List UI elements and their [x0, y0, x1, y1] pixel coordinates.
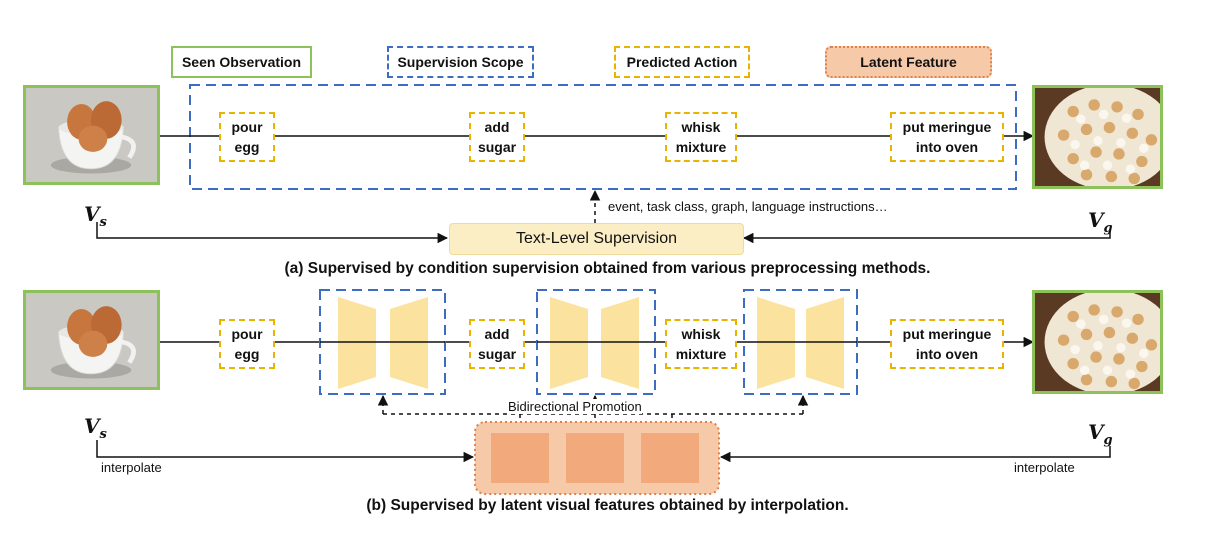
action-line2: egg — [234, 139, 260, 155]
caption-b: (b) Supervised by latent visual features… — [366, 497, 849, 514]
action-line1: pour — [231, 119, 263, 135]
action-box-b-4: put meringue into oven — [890, 319, 1004, 369]
start-label-a: Vs — [84, 202, 107, 230]
action-line1: put meringue — [902, 326, 992, 342]
legend-latent-feature: Latent Feature — [825, 46, 992, 78]
goal-observation-image-b — [1032, 290, 1163, 394]
action-line1: whisk — [681, 326, 721, 342]
goal-label-b: Vg — [1088, 420, 1113, 448]
action-box-a-3: whisk mixture — [665, 112, 737, 162]
start-observation-image-b — [23, 290, 160, 390]
condition-types-label: event, task class, graph, language instr… — [608, 199, 888, 214]
goal-observation-image-a — [1032, 85, 1163, 189]
action-box-a-2: add sugar — [469, 112, 525, 162]
goal-to-latent-b — [719, 446, 1111, 463]
legend-seen-observation: Seen Observation — [171, 46, 312, 78]
action-line1: add — [484, 119, 510, 135]
action-box-b-3: whisk mixture — [665, 319, 737, 369]
action-line2: egg — [234, 346, 260, 362]
goal-label-a: Vg — [1088, 208, 1113, 236]
legend-predicted-action: Predicted Action — [614, 46, 750, 78]
interpolate-left-label: interpolate — [101, 460, 162, 475]
start-label-b: Vs — [84, 414, 107, 442]
latent-block-2 — [566, 433, 624, 483]
action-box-a-4: put meringue into oven — [890, 112, 1004, 162]
bidirectional-promotion-label: Bidirectional Promotion — [508, 399, 642, 414]
action-line1: whisk — [681, 119, 721, 135]
action-line2: into oven — [915, 139, 979, 155]
start-observation-image-a — [23, 85, 160, 185]
start-to-latent-b — [96, 440, 475, 463]
interpolate-right-label: interpolate — [1014, 460, 1075, 475]
text-level-supervision-label: Text-Level Supervision — [516, 230, 677, 247]
latent-block-3 — [641, 433, 699, 483]
action-line2: mixture — [675, 346, 727, 362]
action-box-a-1: pour egg — [219, 112, 275, 162]
action-line2: mixture — [675, 139, 727, 155]
goal-to-supervision-a — [742, 230, 1111, 244]
action-line2: sugar — [477, 346, 517, 362]
action-line2: into oven — [915, 346, 979, 362]
action-line1: add — [484, 326, 510, 342]
action-line2: sugar — [477, 139, 517, 155]
supervision-scope-box-a — [189, 84, 1017, 190]
legend-supervision-scope: Supervision Scope — [387, 46, 534, 78]
latent-block-1 — [491, 433, 549, 483]
latent-feature-box — [474, 421, 720, 495]
action-line1: pour — [231, 326, 263, 342]
caption-a: (a) Supervised by condition supervision … — [284, 260, 931, 277]
start-to-supervision-a — [96, 222, 449, 244]
action-line1: put meringue — [902, 119, 992, 135]
action-box-b-2: add sugar — [469, 319, 525, 369]
action-box-b-1: pour egg — [219, 319, 275, 369]
text-level-supervision-box: Text-Level Supervision — [449, 223, 744, 255]
